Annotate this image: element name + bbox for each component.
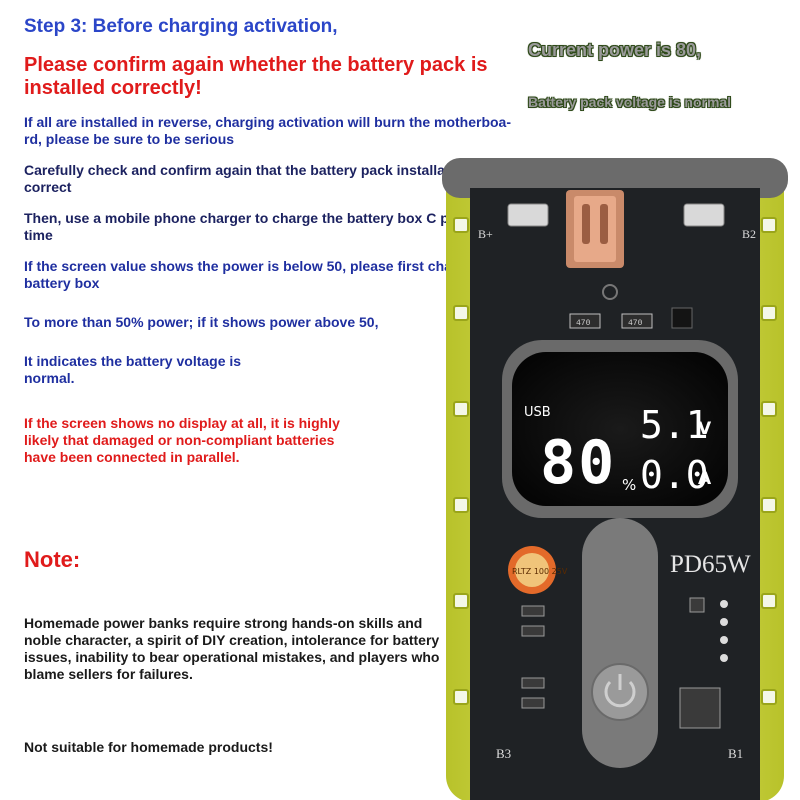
switch-track [582, 518, 658, 768]
no-display-text: If the screen shows no display at all, i… [24, 415, 340, 465]
pad-b1: B1 [728, 746, 743, 761]
below50-text: If the screen value shows the power is b… [24, 258, 499, 291]
power-icon [604, 674, 636, 708]
charger-text: Then, use a mobile phone charger to char… [24, 210, 517, 243]
power-bank-image: B+ B2 470 470 USB 80 % 5.1 V 0.0 A PD65W… [442, 158, 788, 800]
left-tactile-switch [507, 203, 549, 227]
confirm-heading: Please confirm again whether the battery… [24, 54, 488, 99]
not-suitable-text: Not suitable for homemade products! [24, 739, 273, 755]
right-led-strip [761, 217, 777, 705]
warning-reverse-text: If all are installed in reverse, chargin… [24, 114, 512, 147]
usb-label: USB [524, 405, 551, 420]
normal-text: It indicates the battery voltage is norm… [24, 353, 242, 386]
caption-voltage: Battery pack voltage is normal [528, 94, 732, 110]
voltage-unit: V [698, 419, 712, 439]
right-tactile-switch [683, 203, 725, 227]
battery-percent-unit: % [622, 476, 636, 494]
note-body: Homemade power banks require strong hand… [24, 615, 440, 682]
power-button [591, 663, 649, 721]
pad-b2: B2 [742, 227, 756, 241]
voltage-value: 5.1 [640, 403, 709, 447]
model-label: PD65W [670, 551, 751, 578]
lcd-display [512, 352, 728, 506]
usb-port [566, 190, 624, 268]
left-led-strip [453, 217, 469, 705]
pad-b-plus: B+ [478, 227, 493, 241]
capacitor-label: RLTZ 100 25V [512, 567, 568, 576]
resistor-label-1: 470 [576, 319, 591, 328]
battery-percent-value: 80 [540, 428, 616, 498]
pad-b3: B3 [496, 746, 511, 761]
current-value: 0.0 [640, 453, 709, 497]
step-title: Step 3: Before charging activation, [24, 16, 338, 37]
current-unit: A [698, 469, 712, 489]
caption-power: Current power is 80, [528, 40, 702, 60]
check-text: Carefully check and confirm again that t… [24, 162, 487, 195]
note-title: Note: [24, 547, 81, 572]
resistor-label-2: 470 [628, 319, 643, 328]
capacitor [508, 546, 556, 594]
above50-text: To more than 50% power; if it shows powe… [24, 314, 379, 330]
